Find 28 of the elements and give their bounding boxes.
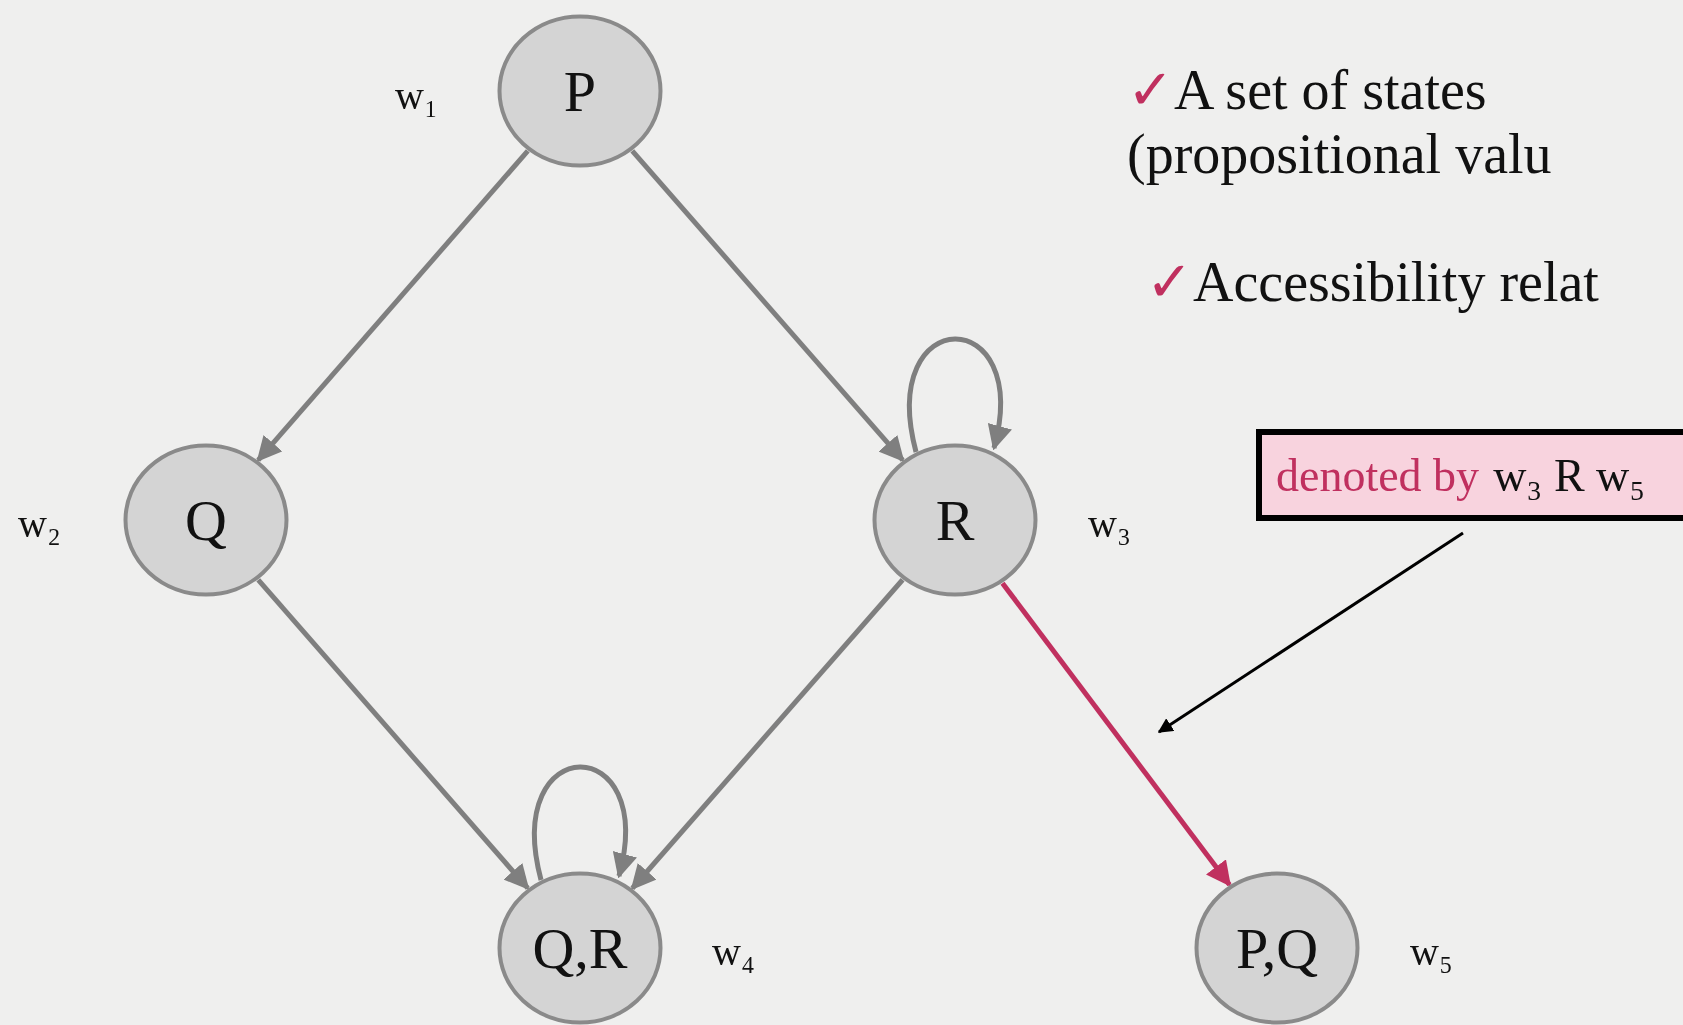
- note-box: [1256, 429, 1683, 521]
- state-label: Q: [185, 486, 227, 554]
- world-label: w₄: [712, 928, 755, 975]
- arrow: [256, 149, 530, 462]
- state-label: Q,R: [532, 914, 628, 982]
- arrow: [256, 578, 530, 891]
- state-label: P: [563, 57, 597, 125]
- world-label: w₁: [395, 72, 438, 119]
- bullet-text: ✓Accessibility relat: [1146, 250, 1600, 314]
- arrow: [630, 149, 905, 463]
- state-label: R: [935, 486, 975, 554]
- state-ellipse: [497, 871, 663, 1025]
- state-label: P,Q: [1235, 914, 1319, 982]
- world-label: w₃: [1088, 500, 1131, 547]
- state-ellipse: [497, 14, 663, 168]
- world-label: w₂: [18, 500, 61, 547]
- self-loop-arrow: [532, 764, 636, 881]
- state-ellipse: [123, 443, 289, 597]
- note-text: w₃ R w₅: [1493, 448, 1646, 502]
- self-loop-arrow: [907, 336, 1011, 453]
- state-ellipse: [872, 443, 1038, 597]
- arrow: [630, 578, 905, 891]
- bullet-text: ✓A set of states (propositional valu: [1127, 58, 1553, 186]
- note-text: denoted by: [1276, 448, 1480, 502]
- leader-arrow: [1157, 531, 1464, 734]
- world-label: w₅: [1410, 928, 1453, 975]
- state-ellipse: [1194, 871, 1360, 1025]
- arrow: [1000, 581, 1232, 887]
